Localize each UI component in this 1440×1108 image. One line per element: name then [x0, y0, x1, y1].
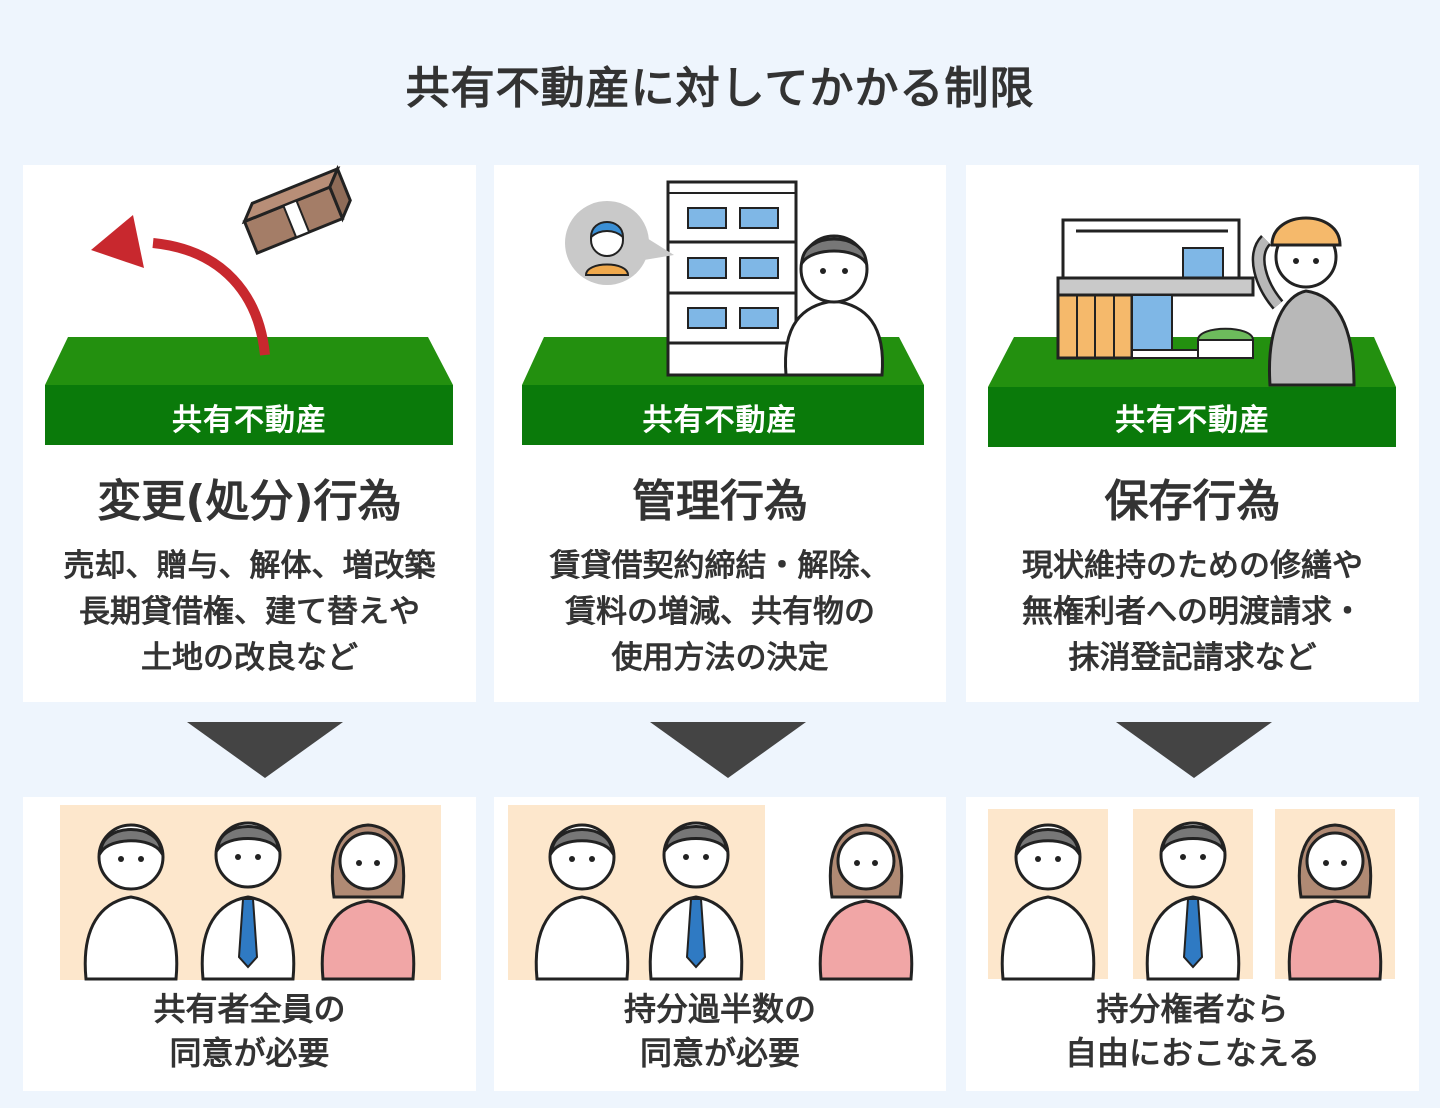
- illustration-management-act: 共有不動産: [494, 165, 946, 450]
- down-arrow-icon: [1116, 722, 1272, 778]
- result-line: 共有者全員の: [153, 990, 346, 1028]
- act-title: 管理行為: [632, 476, 808, 527]
- card-change-act: 共有不動産 変更(処分)行為 売却、贈与、解体、増改築 長期貸借権、建て替えや …: [23, 165, 476, 702]
- platform-front-face: [988, 387, 1396, 447]
- money-bundle-icon: [241, 165, 352, 256]
- illustration-preservation-act: 共有不動産: [966, 165, 1419, 450]
- result-line: 同意が必要: [639, 1034, 800, 1072]
- result-text: 持分権者なら 自由におこなえる: [966, 987, 1419, 1075]
- result-line: 同意が必要: [169, 1034, 330, 1072]
- person-business-icon: [1145, 821, 1241, 981]
- down-arrow-icon: [187, 722, 343, 778]
- result-card-management-act: 持分過半数の 同意が必要: [494, 797, 946, 1091]
- act-description: 現状維持のための修繕や 無権利者への明渡請求・ 抹消登記請求など: [966, 543, 1419, 681]
- platform-label: 共有不動産: [172, 403, 327, 438]
- platform-label: 共有不動産: [1115, 403, 1270, 438]
- construction-worker-icon: [1251, 216, 1356, 387]
- act-description: 売却、贈与、解体、増改築 長期貸借権、建て替えや 土地の改良など: [23, 543, 476, 681]
- owner-person-icon: [783, 234, 885, 377]
- act-title: 保存行為: [1104, 476, 1281, 527]
- card-management-act: 共有不動産 管理行為 賃貸借契約締結・解除、 賃料の増減、共有物の 使用方法の決…: [494, 165, 946, 702]
- tenant-speech-bubble-icon: [565, 201, 674, 285]
- platform-label: 共有不動産: [642, 403, 798, 438]
- result-card-preservation-act: 持分権者なら 自由におこなえる: [966, 797, 1419, 1091]
- apartment-building-icon: [666, 180, 798, 377]
- card-preservation-act: 共有不動産 保存行為 現状維持のための修繕や 無権利者への明渡請求・ 抹消登記請…: [966, 165, 1419, 702]
- page-title: 共有不動産に対してかかる制限: [405, 63, 1035, 114]
- result-text: 持分過半数の 同意が必要: [494, 987, 946, 1075]
- person-business-icon: [648, 821, 744, 981]
- description-line: 売却、贈与、解体、増改築: [63, 548, 436, 584]
- person-casual-icon: [83, 823, 179, 981]
- description-line: 長期貸借権、建て替えや: [79, 594, 420, 630]
- description-line: 土地の改良など: [141, 640, 358, 676]
- description-line: 現状維持のための修繕や: [1022, 548, 1363, 584]
- platform-front-face: [522, 385, 924, 445]
- person-woman-icon: [320, 823, 416, 981]
- description-line: 賃料の増減、共有物の: [565, 594, 875, 630]
- result-line: 自由におこなえる: [1064, 1034, 1321, 1072]
- platform-top-face: [45, 337, 453, 385]
- house-icon: [1056, 218, 1255, 360]
- illustration-change-act: 共有不動産: [23, 165, 476, 450]
- person-woman-icon: [818, 823, 914, 981]
- people-illustration: [494, 797, 946, 987]
- person-woman-icon: [1287, 823, 1383, 981]
- description-line: 無権利者への明渡請求・: [1022, 594, 1363, 630]
- people-illustration: [23, 797, 476, 987]
- description-line: 賃貸借契約締結・解除、: [549, 548, 891, 584]
- result-card-change-act: 共有者全員の 同意が必要: [23, 797, 476, 1091]
- result-line: 持分過半数の: [623, 990, 816, 1028]
- description-line: 使用方法の決定: [611, 640, 829, 676]
- description-line: 抹消登記請求など: [1068, 640, 1317, 676]
- platform-front-face: [45, 385, 453, 445]
- people-illustration: [966, 797, 1419, 987]
- person-casual-icon: [1000, 823, 1096, 981]
- act-description: 賃貸借契約締結・解除、 賃料の増減、共有物の 使用方法の決定: [494, 543, 946, 681]
- person-casual-icon: [534, 823, 630, 981]
- down-arrow-icon: [650, 722, 806, 778]
- person-business-icon: [200, 821, 296, 981]
- result-line: 持分権者なら: [1096, 990, 1289, 1028]
- act-title: 変更(処分)行為: [97, 476, 402, 527]
- red-arrow-icon: [91, 215, 270, 356]
- result-text: 共有者全員の 同意が必要: [23, 987, 476, 1075]
